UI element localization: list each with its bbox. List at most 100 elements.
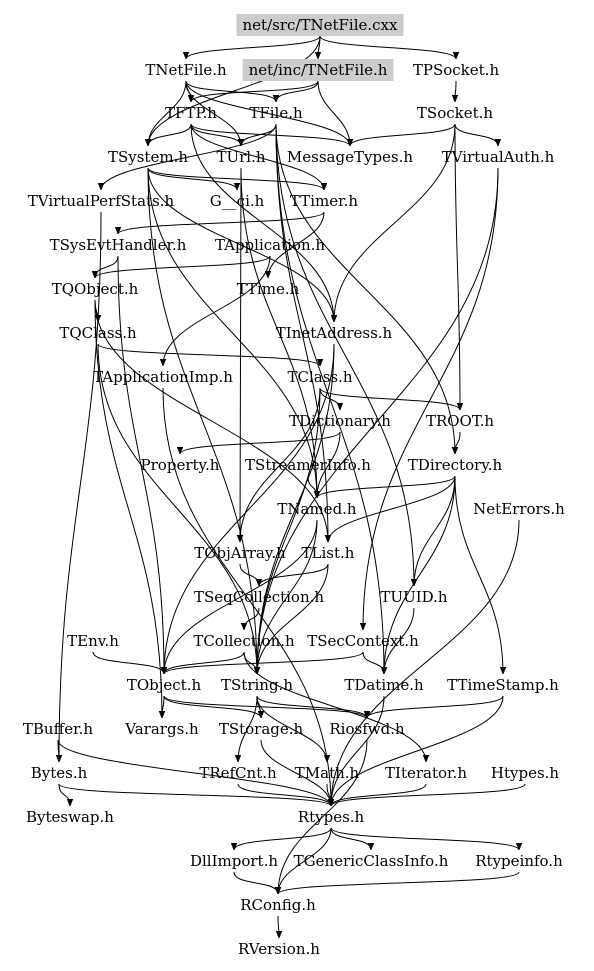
edge-tsystem-to-tstring (147, 167, 257, 674)
node-label: TTime.h (237, 280, 300, 298)
node-tvirtualperfstats: TVirtualPerfStats.h (28, 192, 175, 210)
edge-tcollection-to-tobject (164, 651, 245, 675)
edge-netsrc-to-tsystem (148, 35, 321, 146)
node-tdirectory: TDirectory.h (408, 456, 503, 474)
node-titerator: TIterator.h (385, 764, 467, 782)
edge-tfile-to-tdirectory (275, 123, 455, 454)
edge-tqobject-to-tlist (94, 299, 328, 542)
node-tseccontext: TSecContext.h (307, 632, 419, 650)
edge-tdictionary-to-tnamed (317, 431, 341, 498)
node-label: TClass.h (287, 368, 352, 386)
edge-htypes-to-rtypes (331, 783, 526, 807)
edge-rconfig-to-rversion (278, 915, 279, 938)
node-label: TString.h (221, 676, 293, 694)
node-ttime: TTime.h (237, 280, 300, 298)
edge-titerator-to-rtypes (331, 783, 427, 807)
node-label: TMath.h (295, 764, 360, 782)
node-bytes: Bytes.h (31, 764, 88, 782)
edge-tfile-to-tvirtualperfstats (101, 123, 277, 191)
edge-tobject-to-riosfwd (163, 695, 367, 719)
edge-tobject-to-tstorage (163, 695, 261, 719)
edge-riosfwd-to-rconfig (278, 739, 368, 894)
edge-tinetaddress-to-tobject (164, 343, 335, 674)
node-label: NetErrors.h (473, 500, 565, 518)
node-byteswap: Byteswap.h (26, 808, 114, 826)
edge-ttimer-to-ttime (268, 211, 325, 278)
node-label: TObjArray.h (194, 544, 286, 562)
edge-bytes-to-rtypes (58, 783, 331, 807)
node-label: TVirtualAuth.h (442, 148, 555, 166)
edge-ttimer-to-tsysevthandler (118, 211, 325, 235)
node-tcollection: TCollection.h (193, 632, 295, 650)
edge-tstorage-to-rtypes (260, 739, 331, 807)
edge-netinc-to-tfile (276, 80, 319, 103)
node-label: TTimer.h (290, 192, 358, 210)
edge-tfile-to-tlist (275, 123, 328, 542)
edge-tqobject-to-varargs (94, 299, 162, 718)
node-tapplication: TApplication.h (215, 236, 325, 254)
edge-tstring-to-tmath (256, 695, 327, 763)
edge-tsocket-to-troot (454, 123, 460, 410)
edge-tnetfile-to-messagetypes (185, 80, 350, 147)
edge-netinc-to-tftp (191, 80, 319, 103)
edge-netinc-to-messagetypes (317, 80, 350, 146)
edge-tuuid-to-tdatime (384, 607, 415, 674)
edge-tqclass-to-tstring (97, 343, 257, 674)
node-tsocket: TSocket.h (417, 104, 493, 122)
node-label: TSeqCollection.h (194, 588, 324, 606)
edge-rtypes-to-rconfig (278, 827, 332, 894)
edge-tbuffer-to-rtypes (57, 739, 331, 807)
edge-tclass-to-tstring (257, 387, 321, 674)
edge-tstring-to-tstorage (256, 695, 261, 718)
edge-tdirectory-to-ttimestamp (454, 475, 503, 674)
node-turl: TUrl.h (216, 148, 265, 166)
edge-tnamed-to-tstring (257, 519, 318, 674)
node-tseqcollection: TSeqCollection.h (194, 588, 324, 606)
node-tbuffer: TBuffer.h (23, 720, 94, 738)
node-label: TQClass.h (59, 324, 137, 342)
edge-rtypes-to-tgenericclassinfo (330, 827, 371, 851)
node-label: TStorage.h (219, 720, 304, 738)
node-label: TBuffer.h (23, 720, 94, 738)
edge-tstring-to-riosfwd (256, 695, 367, 719)
node-tstorage: TStorage.h (219, 720, 304, 738)
edge-dllimport-to-rconfig (233, 871, 278, 895)
edge-tobject-to-varargs (162, 695, 164, 718)
node-label: RVersion.h (238, 940, 320, 958)
edge-tdirectory-to-tlist (328, 475, 456, 543)
edge-ttimestamp-to-riosfwd (367, 695, 504, 719)
edge-tvirtualauth-to-tstring (257, 167, 499, 674)
node-label: G__ci.h (210, 192, 265, 210)
edge-tsystem-to-tnamed (147, 167, 317, 498)
node-dllimport: DllImport.h (190, 852, 278, 870)
node-tinetaddress: TInetAddress.h (276, 324, 393, 342)
node-label: TSystem.h (108, 148, 188, 166)
node-tsysevthandler: TSysEvtHandler.h (50, 236, 187, 254)
node-label: Riosfwd.h (329, 720, 405, 738)
edge-tsocket-to-tvirtualauth (454, 123, 498, 147)
edge-ttimestamp-to-rtypes (331, 695, 504, 806)
node-label: Varargs.h (124, 720, 199, 738)
node-label: TQObject.h (52, 280, 139, 298)
node-netsrc: net/src/TNetFile.cxx (236, 14, 404, 36)
node-rversion: RVersion.h (238, 940, 320, 958)
node-label: Byteswap.h (26, 808, 114, 826)
node-rtypeinfo: Rtypeinfo.h (475, 852, 563, 870)
node-label: TStreamerInfo.h (245, 456, 371, 474)
node-label: TVirtualPerfStats.h (28, 192, 175, 210)
node-tqobject: TQObject.h (52, 280, 139, 298)
edge-tftp-to-tsystem (148, 123, 192, 147)
node-label: MessageTypes.h (287, 148, 413, 166)
node-label: TList.h (302, 544, 355, 562)
node-highlight-box (242, 59, 394, 81)
node-tuuid: TUUID.h (380, 588, 447, 606)
edge-trefcnt-to-rtypes (237, 783, 331, 807)
node-label: DllImport.h (190, 852, 278, 870)
node-label: TCollection.h (193, 632, 295, 650)
node-label: Bytes.h (31, 764, 88, 782)
node-ttimer: TTimer.h (290, 192, 358, 210)
node-tenv: TEnv.h (67, 632, 119, 650)
edge-netsrc-to-tpsocket (319, 35, 456, 60)
node-tobject: TObject.h (127, 676, 202, 694)
node-tapplicationimp: TApplicationImp.h (93, 368, 233, 386)
